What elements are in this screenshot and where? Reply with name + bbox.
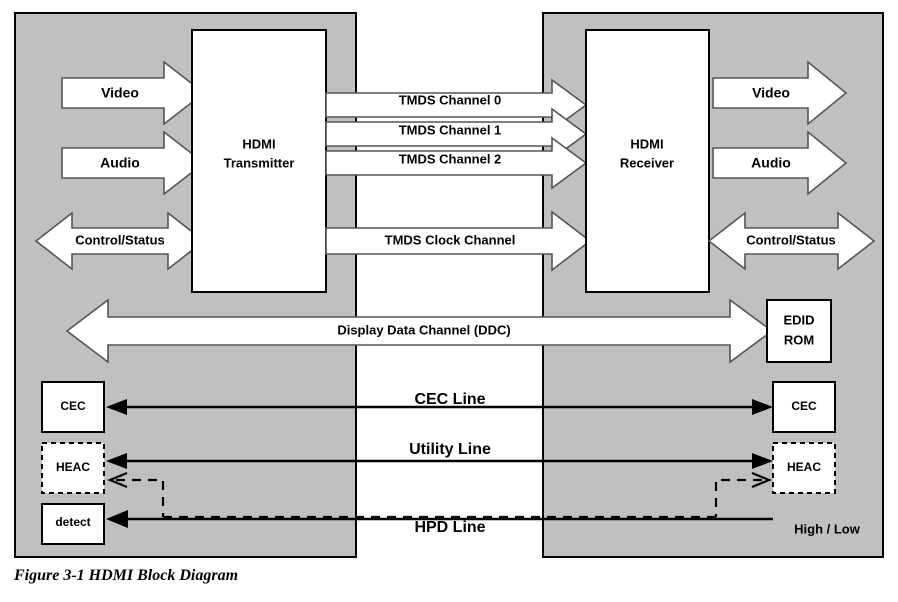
sink-heac-box <box>772 442 836 494</box>
audio-in-label: Audio <box>100 155 140 171</box>
display-data-channel-label: Display Data Channel (DDC) <box>337 322 510 337</box>
sink-cec-box <box>772 381 836 433</box>
cec-line-label: CEC Line <box>414 391 485 408</box>
source-detect-label: detect <box>55 515 90 529</box>
edid-rom-label-line1: EDID <box>783 312 814 327</box>
video-out-arrow <box>712 60 848 126</box>
video-out-label: Video <box>752 85 790 101</box>
audio-out-label: Audio <box>751 155 791 171</box>
utility-line-arrowhead-right <box>752 453 773 469</box>
tmds-clock-channel-label: TMDS Clock Channel <box>385 232 516 247</box>
sink-heac-dashed-branch <box>714 478 762 517</box>
cec-line-arrowhead-left <box>106 399 127 415</box>
hdmi-transmitter-label-line2: Transmitter <box>224 155 295 170</box>
hdmi-receiver-box <box>585 29 710 293</box>
source-cec-label: CEC <box>60 399 86 413</box>
figure-caption: Figure 3-1 HDMI Block Diagram <box>14 567 239 584</box>
source-heac-label: HEAC <box>56 460 90 474</box>
tmds-channel-1-label: TMDS Channel 1 <box>399 122 502 137</box>
control-status-source-label: Control/Status <box>75 232 165 247</box>
hdmi-transmitter-label-line1: HDMI <box>242 136 275 151</box>
hdmi-receiver-label-line2: Receiver <box>620 155 674 170</box>
source-heac-dashed-branch <box>116 478 165 517</box>
video-in-arrow <box>61 60 206 126</box>
tmds-channel-2-label: TMDS Channel 2 <box>399 151 502 166</box>
hpd-state-label: High / Low <box>794 521 861 536</box>
edid-rom-box <box>766 299 832 363</box>
sink-heac-label: HEAC <box>787 460 821 474</box>
control-status-sink-label: Control/Status <box>746 232 836 247</box>
edid-rom-label-line2: ROM <box>784 332 814 347</box>
audio-in-arrow <box>61 130 206 196</box>
control-status-sink-arrow <box>707 211 876 271</box>
tmds-channel-0-arrow <box>325 78 588 132</box>
hpd-line-arrowhead-left <box>106 510 128 528</box>
source-heac-branch-arrowhead <box>107 471 128 489</box>
audio-out-arrow <box>712 130 848 196</box>
hpd-line-label: HPD Line <box>414 519 485 536</box>
hdmi-receiver-label-line1: HDMI <box>630 136 663 151</box>
source-heac-box <box>41 442 105 494</box>
utility-line-label: Utility Line <box>409 441 491 458</box>
video-in-label: Video <box>101 85 139 101</box>
utility-line-arrowhead-left <box>106 453 127 469</box>
tmds-channel-0-label: TMDS Channel 0 <box>399 92 502 107</box>
source-detect-box <box>41 503 105 545</box>
tmds-channel-1-arrow <box>325 107 588 161</box>
cec-line-arrowhead-right <box>752 399 773 415</box>
tmds-channel-2-arrow <box>325 136 588 190</box>
sink-heac-branch-arrowhead <box>751 471 772 489</box>
sink-cec-label: CEC <box>791 399 817 413</box>
source-cec-box <box>41 381 105 433</box>
tmds-clock-channel-arrow <box>325 210 592 272</box>
